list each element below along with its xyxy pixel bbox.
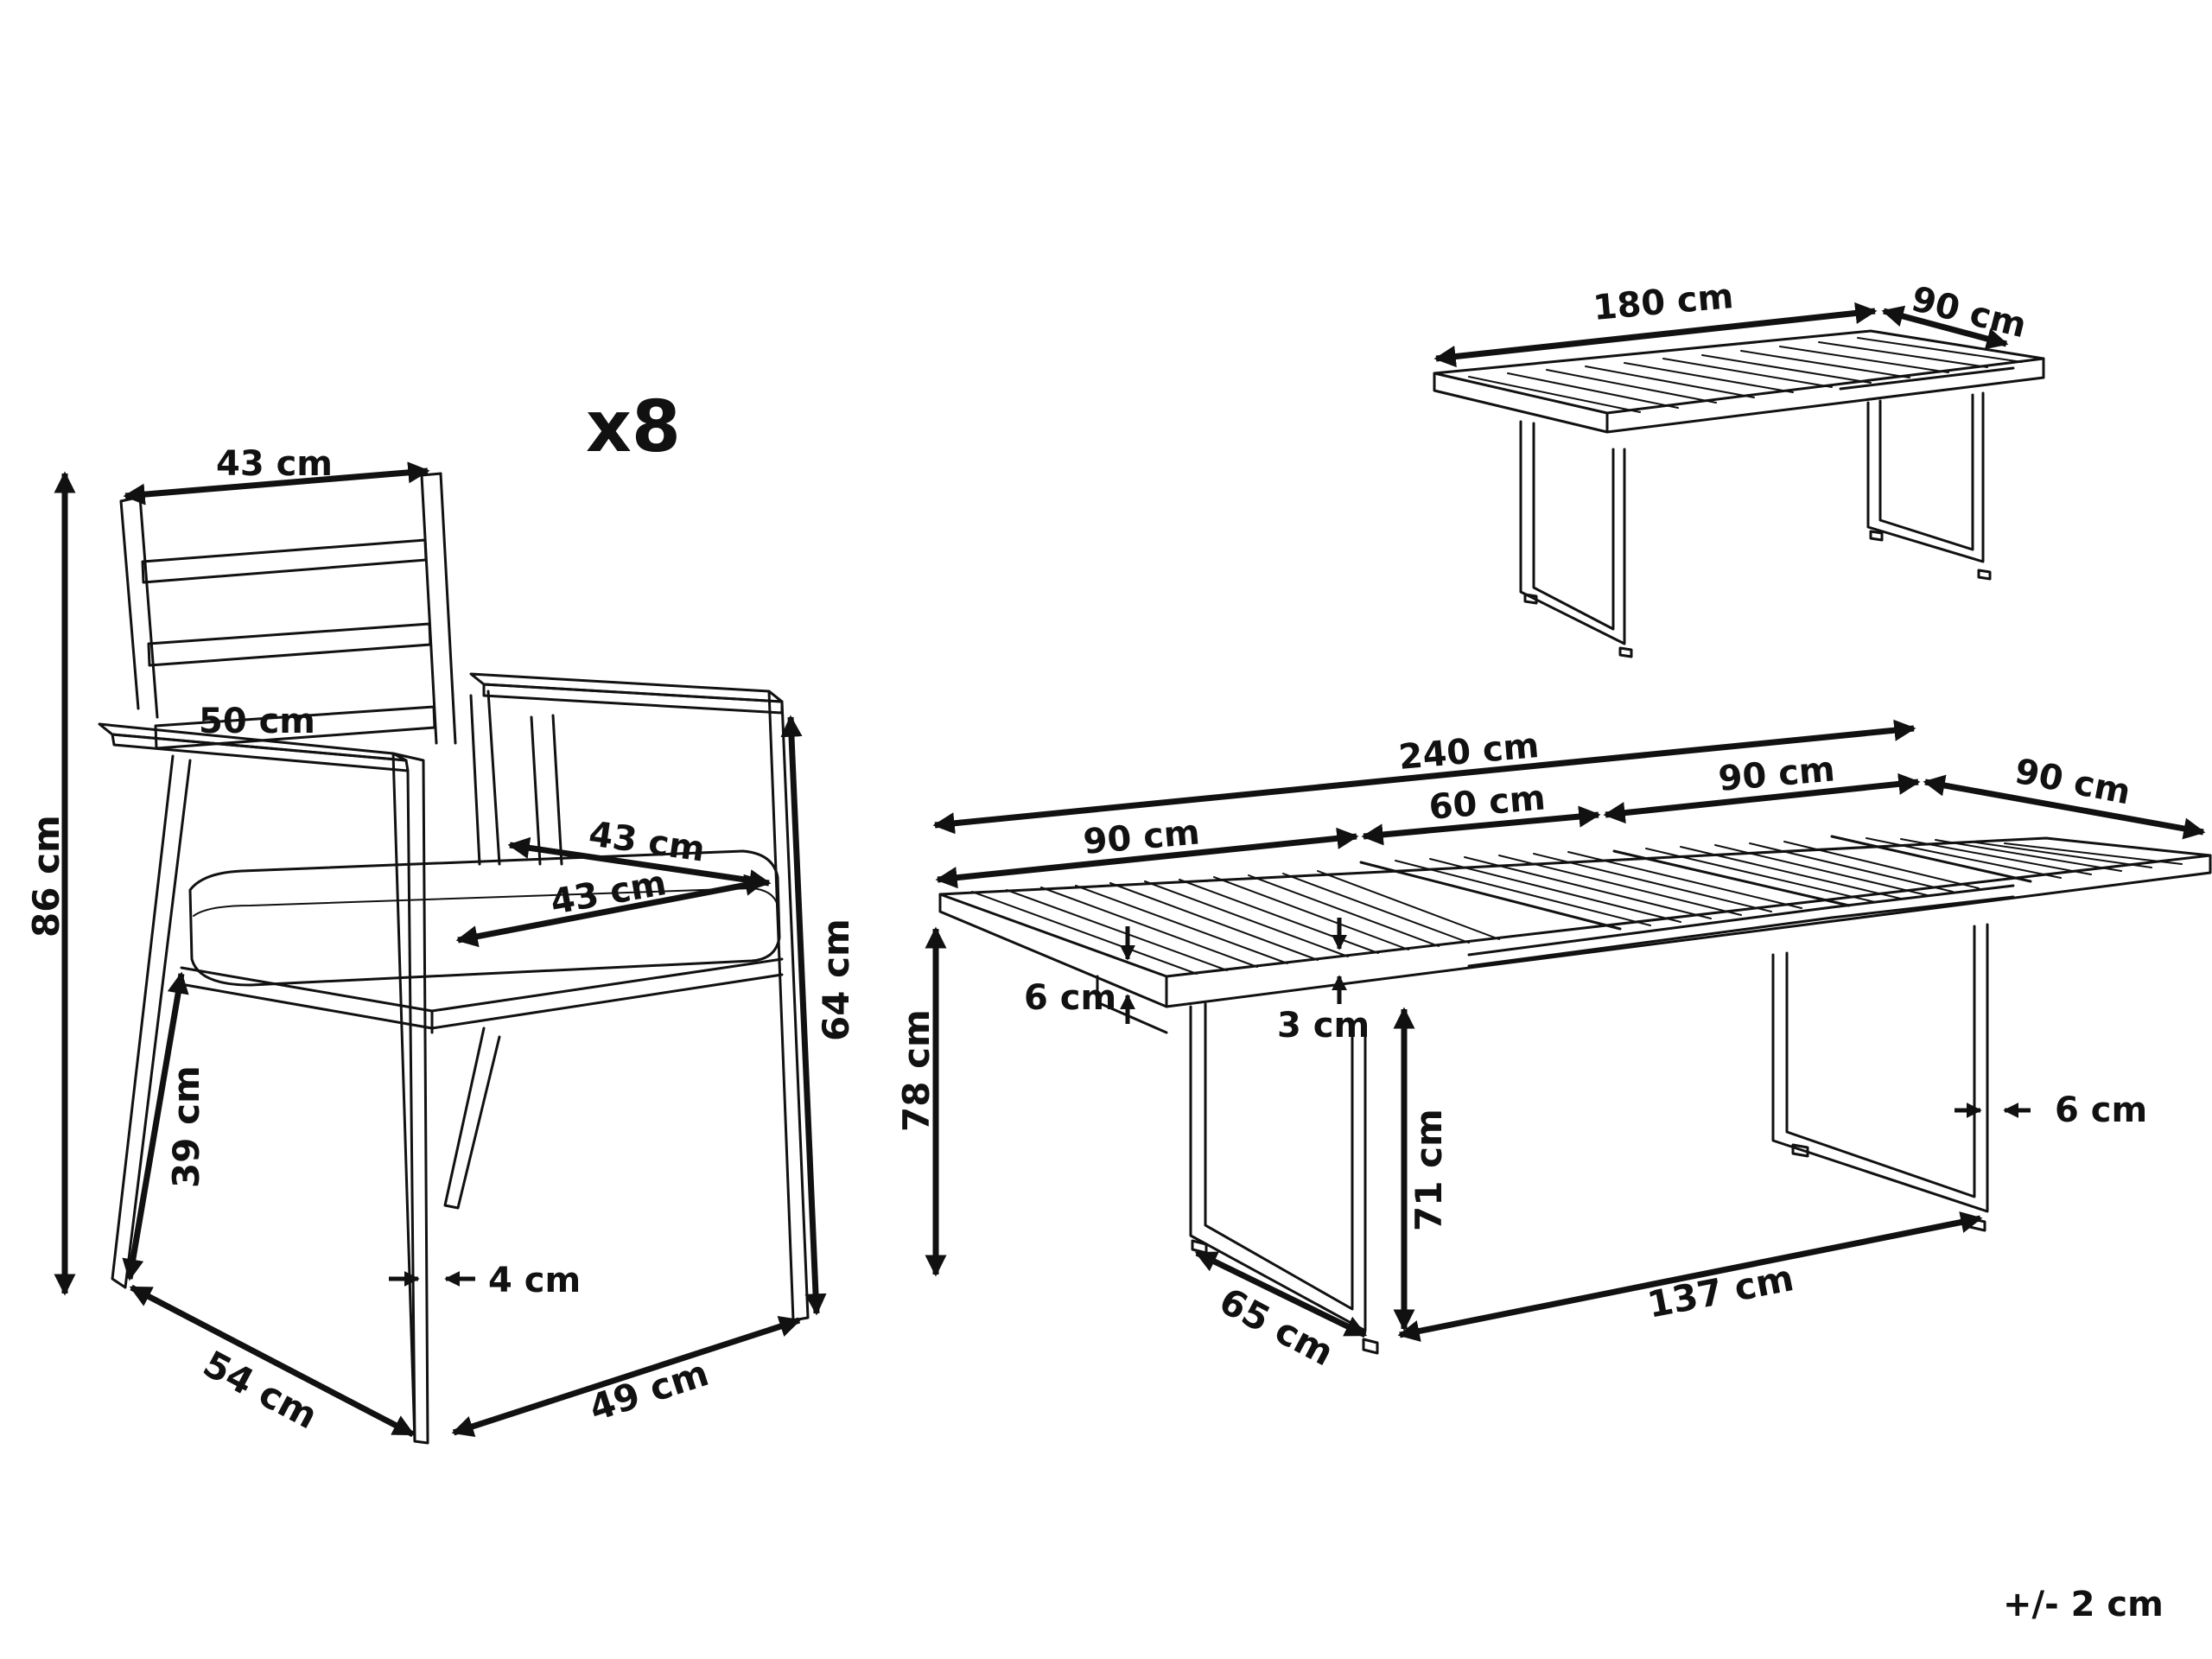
section-right-arrow	[1603, 772, 1921, 824]
section-middle-arrow	[1361, 805, 1601, 846]
chair-seat-height-arrow	[122, 971, 189, 1281]
chair-dimensions: 43 cm 86 cm 50 cm 43 cm 43 cm 64 cm 39 c…	[25, 444, 857, 1437]
chair-seat-width-arrow	[455, 874, 767, 948]
leg-span-label: 137 cm	[1644, 1256, 1797, 1326]
extended-total-length-arrow	[932, 719, 1916, 835]
extended-height-label: 78 cm	[895, 1009, 938, 1132]
extended-width-arrow	[1923, 774, 2206, 840]
section-left-arrow	[935, 827, 1359, 889]
chair-seat-height-label: 39 cm	[165, 1065, 207, 1188]
top-thickness-label: 6 cm	[1024, 978, 1116, 1018]
chair-depth-arrow	[129, 1284, 416, 1438]
clearance-label: 71 cm	[1408, 1109, 1450, 1231]
table-closed-dimensions: 180 cm 90 cm	[1433, 276, 2031, 368]
chair-width-arrow	[451, 1316, 802, 1437]
closed-length-arrow	[1433, 302, 1878, 368]
quantity-label: x8	[586, 386, 681, 468]
leg-span-arrow	[1397, 1211, 1983, 1342]
chair-width-label: 49 cm	[584, 1351, 714, 1429]
chair-height-label: 86 cm	[25, 815, 67, 938]
chair-armrest-width-label: 50 cm	[199, 702, 315, 741]
table-closed-drawing	[1433, 329, 2045, 658]
closed-length-label: 180 cm	[1592, 276, 1735, 328]
leg-base-depth-arrow	[1194, 1249, 1368, 1338]
chair-arm-height-arrow	[780, 715, 827, 1316]
table-extended-drawing	[938, 835, 2212, 1355]
tolerance-note: +/- 2 cm	[2003, 1585, 2164, 1624]
apron-label: 3 cm	[1277, 1006, 1370, 1046]
leg-thickness-label: 6 cm	[2055, 1090, 2147, 1130]
chair-arm-height-label: 64 cm	[815, 918, 857, 1041]
chair-leg-thickness-label: 4 cm	[488, 1261, 581, 1300]
chair-back-width-arrow	[123, 461, 430, 505]
chair-back-width-label: 43 cm	[216, 444, 333, 484]
table-extended-dimensions: 240 cm 90 cm 60 cm 90 cm 90 cm 6 cm 3 cm…	[895, 719, 2206, 1374]
chair-drawing	[98, 472, 810, 1445]
closed-width-arrow	[1881, 305, 2009, 350]
